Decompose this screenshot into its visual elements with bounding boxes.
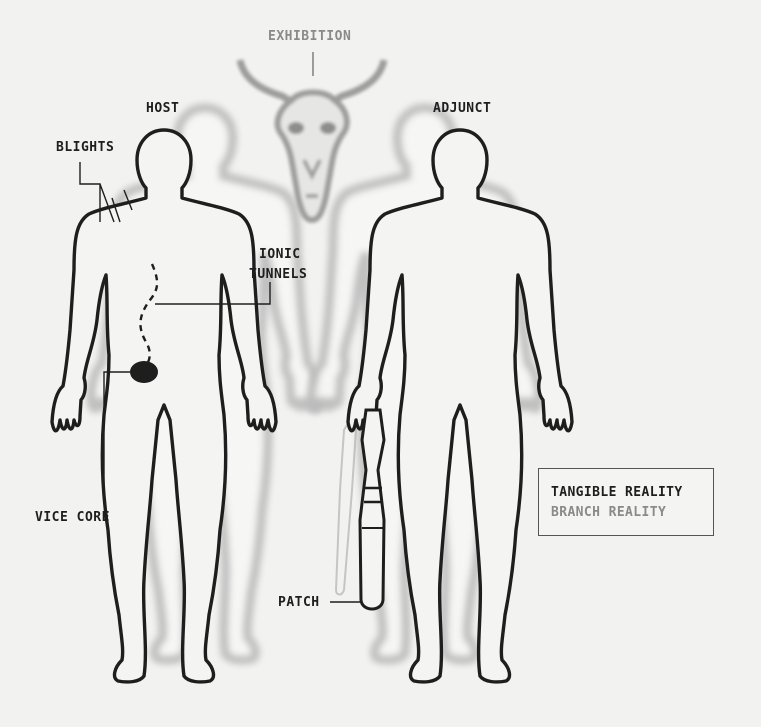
- ghost-patch-tool: [334, 418, 358, 596]
- patch-device: [358, 408, 386, 611]
- legend-branch-reality: BRANCH REALITY: [551, 505, 667, 520]
- vice-core-label: VICE CORE: [35, 510, 110, 525]
- host-label: HOST: [146, 101, 180, 116]
- ionic-leader: [155, 282, 271, 305]
- ionic-tunnels-label-line2: TUNNELS: [249, 267, 308, 282]
- blights-label: BLIGHTS: [56, 140, 115, 155]
- patch-label: PATCH: [278, 595, 320, 610]
- exhibition-label: EXHIBITION: [268, 29, 352, 44]
- legend-tangible-reality: TANGIBLE REALITY: [551, 485, 683, 500]
- legend-box: TANGIBLE REALITY BRANCH REALITY: [538, 468, 714, 536]
- vice-core-leader: [103, 371, 130, 504]
- blights-leader: [79, 162, 133, 223]
- vice-core-dot: [130, 361, 158, 383]
- ionic-tunnels-label-line1: IONIC: [259, 247, 301, 262]
- adjunct-label: ADJUNCT: [433, 101, 492, 116]
- skull-exhibit: [236, 59, 388, 224]
- leader-lines: [79, 52, 360, 603]
